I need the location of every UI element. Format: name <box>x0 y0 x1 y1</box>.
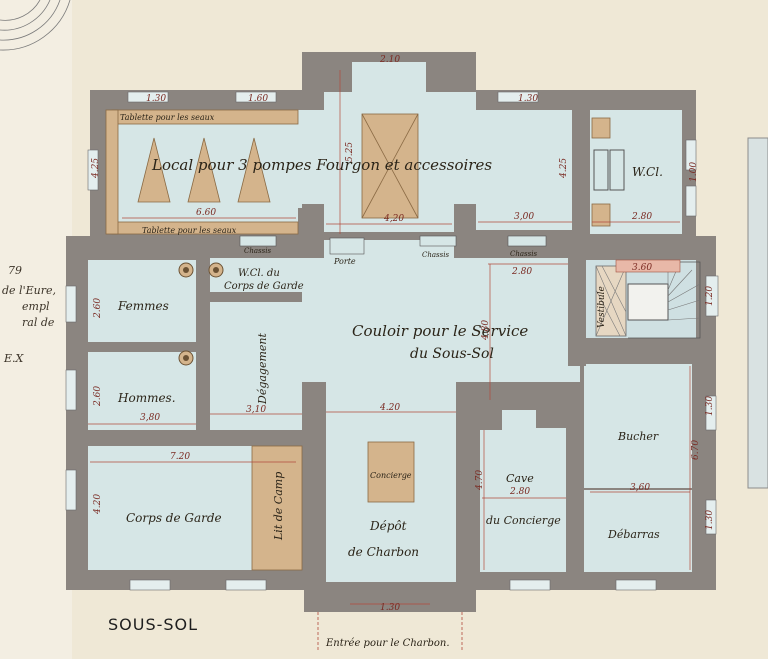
dim-29: 1.30 <box>705 510 715 530</box>
dim-11: 3,00 <box>514 212 534 222</box>
label-cave-1: Cave <box>506 472 534 485</box>
stair-arcs-decoration <box>0 0 71 51</box>
margin-note-4: ral de <box>22 316 55 329</box>
label-femmes: Femmes <box>117 299 169 313</box>
label-wc-top: W.Cl. <box>632 165 663 179</box>
dim-13: 2.80 <box>511 267 532 277</box>
dim-4: 1.30 <box>518 94 538 104</box>
floors <box>88 62 696 582</box>
chassis-openings <box>239 235 547 255</box>
dim-25: 4.70 <box>475 470 485 491</box>
pump-triangles <box>137 137 271 203</box>
label-depot-2: de Charbon <box>348 545 419 559</box>
right-sheet <box>747 137 768 489</box>
dim-19: 3,80 <box>140 413 160 423</box>
dim-1: 1.30 <box>146 94 166 104</box>
dim-6: 5.25 <box>345 142 355 162</box>
dimension-lines <box>88 70 691 605</box>
dim-15: 2.60 <box>93 298 103 319</box>
dim-17: 1.20 <box>705 286 715 306</box>
label-tablette-bottom: Tablette pour les seaux <box>142 226 237 235</box>
dim-8: 1.00 <box>689 162 699 182</box>
dim-24: 4.20 <box>93 494 103 515</box>
dim-14: 3.60 <box>632 263 652 273</box>
dim-28: 6.70 <box>691 440 701 460</box>
concierge-box <box>367 441 415 503</box>
dim-10: 4,20 <box>383 214 404 224</box>
margin-note-2: de l'Eure, <box>2 284 56 297</box>
tablette-left-strip <box>105 109 119 235</box>
margin-note-mark: E.X <box>3 352 25 365</box>
windows <box>65 91 719 591</box>
label-couloir-1: Couloir pour le Service <box>352 322 528 340</box>
margin-note-1: 79 <box>8 264 22 277</box>
dim-27: 3,60 <box>630 483 650 493</box>
margin-note-3: empl <box>22 300 50 313</box>
label-entree-charbon: Entrée pour le Charbon. <box>325 638 450 649</box>
dim-26: 2.80 <box>509 487 530 497</box>
label-tablette-top: Tablette pour les seaux <box>120 113 215 122</box>
wc-partitions <box>593 149 625 191</box>
label-corps-garde: Corps de Garde <box>126 511 222 525</box>
dim-22: 1.30 <box>705 396 715 416</box>
dim-7: 4.25 <box>559 158 569 179</box>
dim-18: 2.60 <box>93 386 103 407</box>
label-lit-camp: Lit de Camp <box>272 472 285 541</box>
dim-2: 1.60 <box>248 94 268 104</box>
label-bucher: Bucher <box>617 430 659 443</box>
wc-seat-bottom <box>591 203 611 227</box>
label-wc-garde-2: Corps de Garde <box>224 281 304 292</box>
label-cave-2: du Concierge <box>486 514 561 527</box>
label-depot-1: Dépôt <box>369 519 407 533</box>
label-porte: Porte <box>333 257 356 266</box>
toilet-bowls <box>178 262 224 366</box>
label-wc-garde-1: W.Cl. du <box>238 268 280 279</box>
lit-de-camp-block <box>251 445 303 571</box>
label-couloir-2: du Sous-Sol <box>410 346 494 362</box>
label-chassis-2: Chassis <box>422 251 449 259</box>
dim-21: 4.20 <box>379 403 400 413</box>
entree-bracket <box>317 612 463 652</box>
wc-seat-top <box>591 117 611 139</box>
dim-20: 3,10 <box>246 405 266 415</box>
dim-23: 7.20 <box>170 452 190 462</box>
dim-12: 2.80 <box>631 212 652 222</box>
dim-9: 6.60 <box>196 208 216 218</box>
label-concierge: Concierge <box>370 471 412 480</box>
label-chassis-3: Chassis <box>510 250 537 258</box>
dim-30: 1.30 <box>380 603 400 613</box>
plan-title: SOUS-SOL <box>108 615 198 634</box>
dim-5: 4.25 <box>91 158 101 179</box>
fourgon-box <box>361 113 419 219</box>
interior-walls <box>88 110 590 582</box>
label-debarras: Débarras <box>607 528 660 541</box>
label-hommes: Hommes. <box>117 391 176 405</box>
label-degagement: Dégagement <box>256 332 269 405</box>
paper-sheet <box>0 0 72 659</box>
dim-3: 2.10 <box>379 55 400 65</box>
label-local-pompes: Local pour 3 pompes Fourgon et accessoir… <box>151 156 492 174</box>
dim-16: 4.80 <box>481 320 491 341</box>
staircase <box>595 259 701 339</box>
label-vestibule: Vestibule <box>597 286 607 328</box>
label-chassis-1: Chassis <box>244 247 271 255</box>
